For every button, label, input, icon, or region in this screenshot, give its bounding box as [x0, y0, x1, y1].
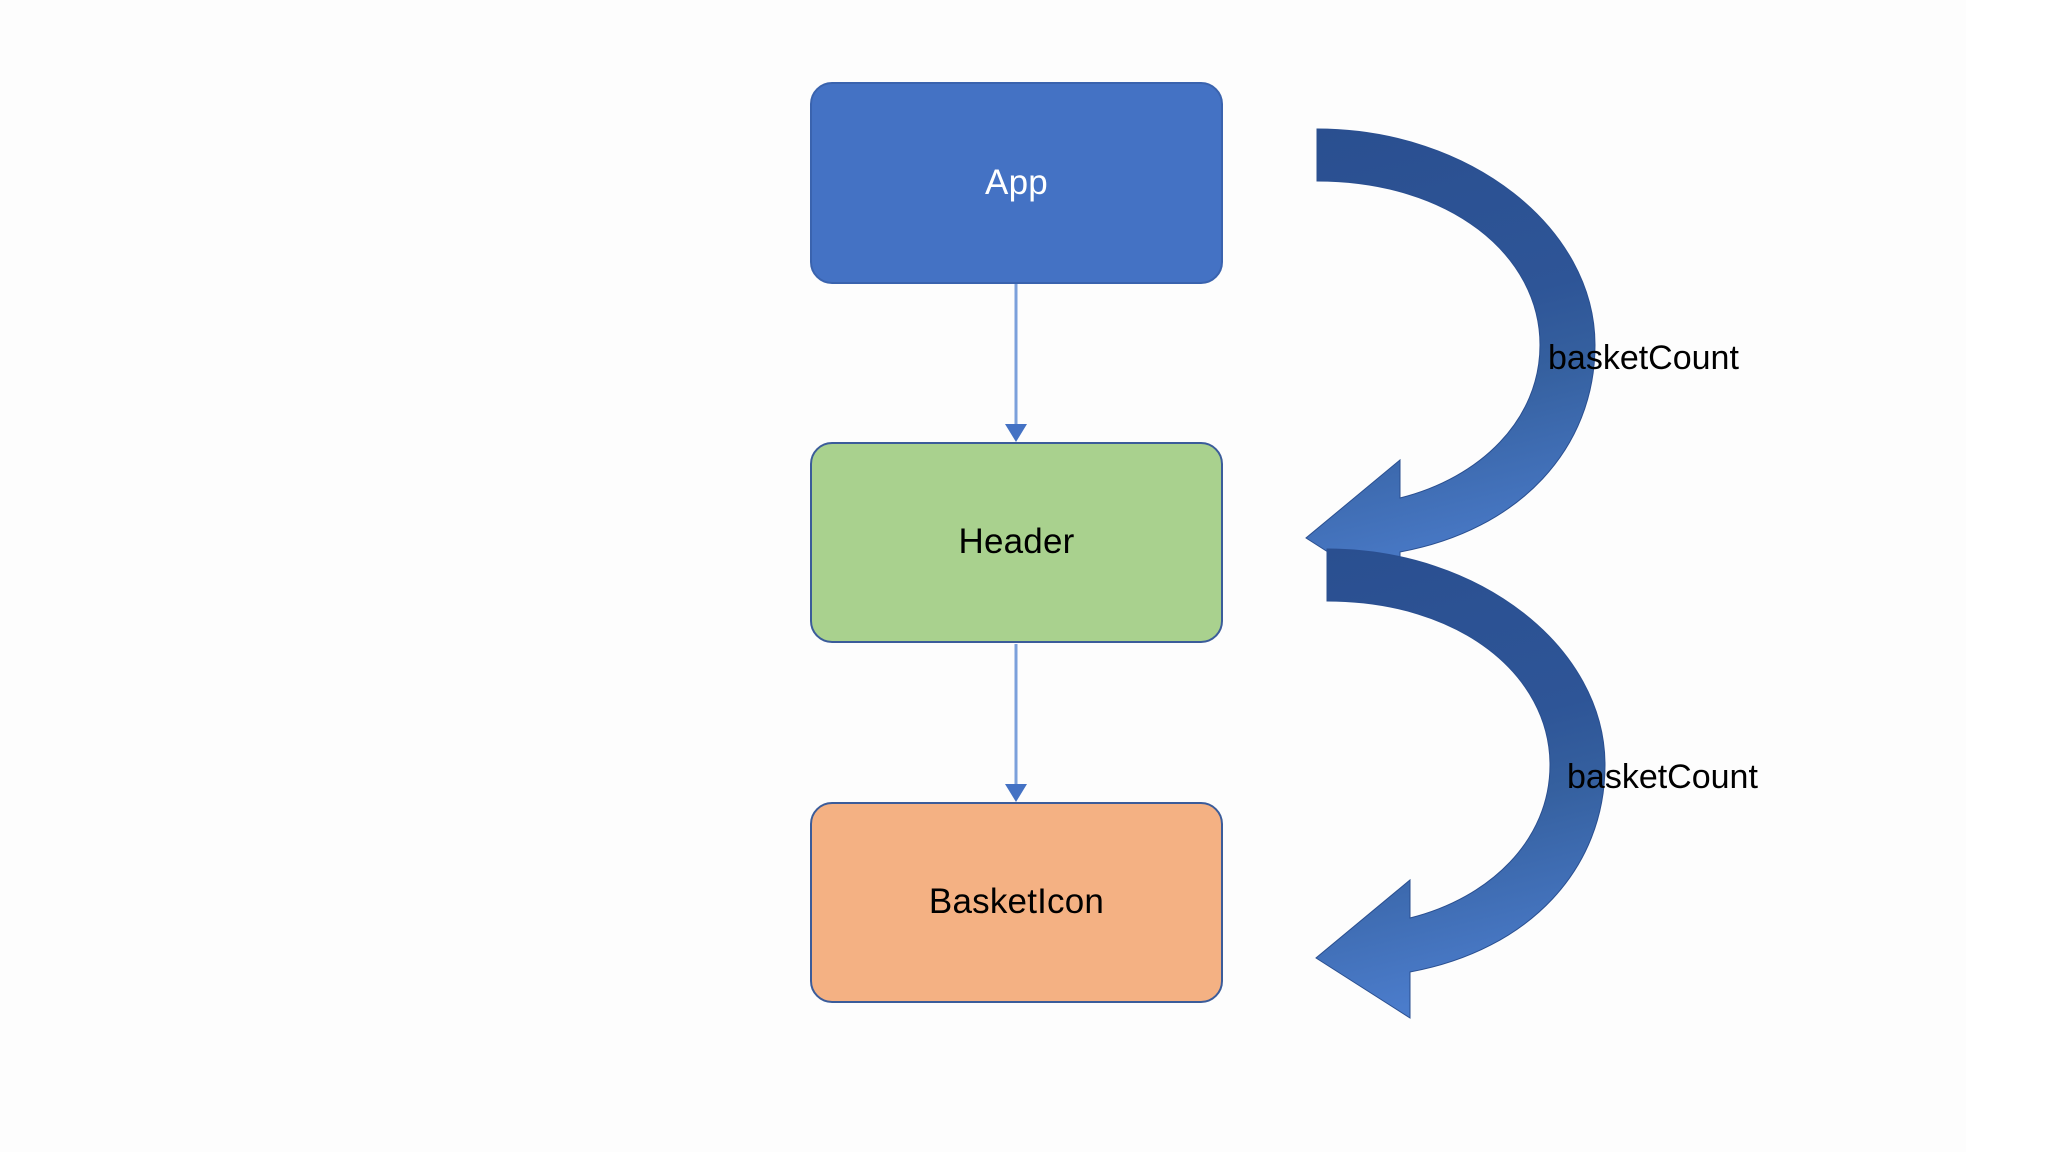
- node-app[interactable]: App: [810, 82, 1223, 284]
- node-basketicon-label: BasketIcon: [928, 882, 1105, 922]
- label-basketcount-top: basketCount: [1548, 339, 1739, 377]
- slide-right-margin: [1966, 0, 2048, 1152]
- node-app-label: App: [985, 162, 1048, 202]
- label-basketcount-bottom: basketCount: [1567, 758, 1758, 796]
- node-basketicon[interactable]: BasketIcon: [810, 802, 1223, 1003]
- node-header[interactable]: Header: [810, 442, 1223, 643]
- node-header-label: Header: [958, 522, 1075, 562]
